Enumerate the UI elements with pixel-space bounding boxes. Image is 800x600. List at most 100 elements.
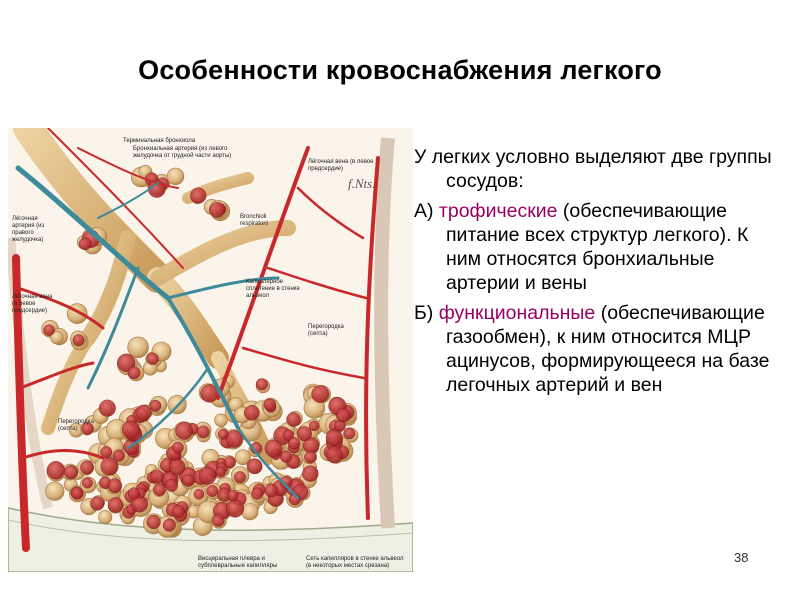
capillary-net <box>264 439 283 458</box>
capillary-net <box>233 471 246 484</box>
capillary-net <box>246 458 263 475</box>
capillary-net <box>190 187 207 204</box>
label-pleura-2: субплевральные капилляры <box>198 563 277 569</box>
group-a-term: трофические <box>438 200 558 222</box>
label-pulm-artery-4: желудочка) <box>12 237 43 243</box>
artist-signature: f.Nts. <box>348 176 375 191</box>
capillary-net <box>209 202 226 218</box>
alveolus <box>127 336 149 359</box>
capillary-net <box>81 422 94 435</box>
label-bronchial-artery-1: Бронхиальная артерия (из левого <box>133 146 228 152</box>
capillary-net <box>121 420 140 439</box>
capillary-net <box>175 421 194 440</box>
label-pulm-artery-1: Лёгочная <box>12 216 38 222</box>
capillary-net <box>226 489 239 502</box>
capillary-net <box>70 487 84 500</box>
capillary-net <box>193 488 205 500</box>
capillary-net <box>168 458 186 476</box>
label-pulm-vein-top-1: Лёгочная вена (в левое <box>308 159 374 165</box>
label-capillary-plexus-1: Капиллярное <box>246 279 284 285</box>
capillary-net <box>98 399 116 417</box>
capillary-net <box>78 237 92 251</box>
label-pulm-artery-2: артерия (из <box>12 223 45 229</box>
group-a-prefix: А) <box>414 200 439 222</box>
intro-text: У легких условно выделяют две группы сос… <box>414 146 772 192</box>
capillary-net <box>225 499 245 518</box>
capillary-net <box>181 474 195 487</box>
capillary-net <box>107 497 124 513</box>
capillary-net <box>212 514 225 527</box>
label-capillary-net-1: Сеть капилляров в стенке альвеол <box>306 556 404 562</box>
capillary-net <box>325 446 343 464</box>
capillary-net <box>127 487 141 500</box>
group-b-paragraph: Б) функциональные (обеспечивающие газооб… <box>414 301 774 397</box>
capillary-net <box>217 428 229 440</box>
label-septum-right-2: (септа) <box>308 331 328 337</box>
septum-right <box>374 137 395 529</box>
capillary-net <box>149 399 162 412</box>
label-capillary-plexus-2: сплетение в стенке <box>246 286 300 292</box>
capillary-net <box>43 324 55 336</box>
label-bronchial-artery-2: желудочка от грудной части аорты) <box>133 152 231 159</box>
capillary-net <box>243 404 260 421</box>
capillary-net <box>80 460 95 475</box>
capillary-net <box>302 465 319 482</box>
label-pulm-vein-left-2: (в левое <box>12 301 36 307</box>
label-septum-left-2: (септа) <box>58 426 78 432</box>
capillary-net <box>279 450 293 463</box>
label-septum-right-1: Перегородка <box>308 324 345 330</box>
capillary-net <box>255 378 268 391</box>
capillary-net <box>215 466 226 478</box>
capillary-net <box>288 437 301 450</box>
pulmonary-vessels <box>15 165 300 500</box>
capillary-net <box>150 469 164 484</box>
capillary-net <box>311 385 330 403</box>
group-b-prefix: Б) <box>414 302 439 324</box>
group-a-description: (обеспечивающие питание всех структур ле… <box>446 200 749 294</box>
capillary-net <box>196 425 210 438</box>
pleura-line <box>8 519 413 542</box>
capillary-net <box>146 352 159 366</box>
lung-illustration-svg: f.Nts. Терминальная бронхиола Бронхиальн… <box>8 128 413 572</box>
capillary-net <box>165 478 179 492</box>
label-pulm-vein-left-1: Лёгочная вена <box>12 294 53 300</box>
capillary-net <box>63 465 78 480</box>
capillary-net <box>336 408 351 423</box>
label-bronchioli-2: respiratorii <box>240 221 268 227</box>
capillary-net <box>100 446 113 459</box>
capillary-net <box>46 461 66 480</box>
capillary-net <box>127 366 141 380</box>
slide-text: У легких условно выделяют две группы сос… <box>414 145 774 403</box>
lung-blood-supply-illustration: f.Nts. Терминальная бронхиола Бронхиальн… <box>8 128 413 572</box>
group-b-term: функциональные <box>438 302 596 324</box>
capillary-net <box>263 398 277 412</box>
intro-paragraph: У легких условно выделяют две группы сос… <box>414 145 774 193</box>
label-pulm-vein-left-3: предсердие) <box>12 308 47 314</box>
capillary-net <box>279 475 293 489</box>
capillary-nets <box>43 172 356 532</box>
label-capillary-plexus-3: альвеол <box>246 293 270 299</box>
capillary-net <box>296 426 312 442</box>
alveolus <box>214 413 228 427</box>
slide-title: Особенности кровоснабжения легкого <box>138 55 662 85</box>
capillary-net <box>223 456 236 469</box>
capillary-net <box>146 514 161 530</box>
capillary-net <box>107 478 123 494</box>
group-a-paragraph: А) трофические (обеспечивающие питание в… <box>414 199 774 295</box>
alveolus <box>241 503 259 521</box>
capillary-net <box>90 496 105 511</box>
capillary-net <box>171 441 184 454</box>
label-terminal-bronchiole: Терминальная бронхиола <box>123 138 196 144</box>
arteries <box>12 128 380 552</box>
alveolus <box>234 449 251 466</box>
capillary-net <box>251 487 264 500</box>
capillary-net <box>135 404 152 422</box>
label-pulm-vein-top-2: предсердие) <box>308 166 343 172</box>
capillary-net <box>171 504 185 519</box>
capillary-net <box>286 412 301 427</box>
group-b-description: (обеспечивающие газообмен), к ним относи… <box>446 302 770 396</box>
label-septum-left-1: Перегородка <box>58 419 95 425</box>
capillary-net <box>112 449 126 462</box>
capillary-net <box>264 483 279 498</box>
alveolus <box>98 510 113 525</box>
